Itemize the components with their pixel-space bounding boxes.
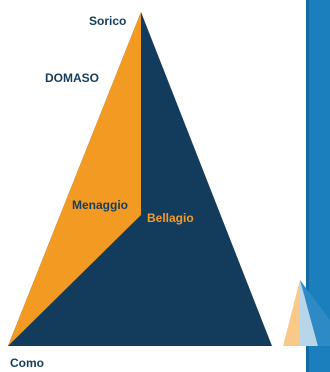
label-bellagio: Bellagio — [147, 211, 194, 225]
label-sorico: Sorico — [89, 14, 127, 28]
blue-band — [308, 0, 330, 372]
blue-band-shadow — [306, 0, 309, 372]
label-como: Como — [10, 356, 44, 370]
orange-section — [8, 12, 141, 346]
small-triangle-left — [283, 280, 300, 346]
small-triangle-right — [300, 280, 330, 346]
label-menaggio: Menaggio — [72, 198, 128, 212]
label-domaso: DOMASO — [45, 71, 99, 85]
